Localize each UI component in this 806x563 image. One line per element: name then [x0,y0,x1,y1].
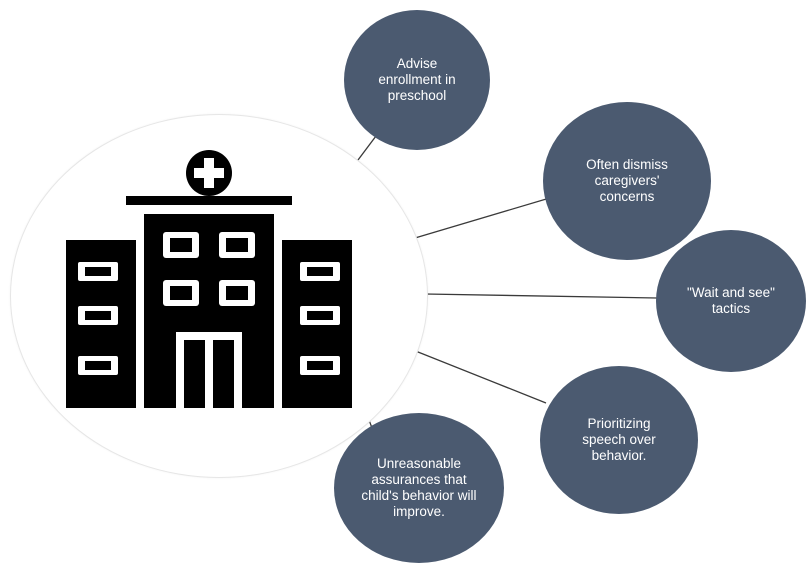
bubble-prioritizing-speech-text: Prioritizing speech over behavior. [582,416,656,463]
connector-line-wait [424,293,658,299]
bubble-unreasonable-assurances: Unreasonable assurances that child's beh… [334,413,504,563]
connector-line-dismiss [414,196,554,239]
hospital-building-icon [66,150,352,408]
bubble-wait-and-see: "Wait and see" tactics [656,230,806,372]
bubble-unreasonable-assurances-text: Unreasonable assurances that child's beh… [361,456,477,519]
connector-line-prioritizing [412,349,547,404]
bubble-prioritizing-speech: Prioritizing speech over behavior. [540,366,698,514]
bubble-advise-enrollment: Advise enrollment in preschool [344,10,490,150]
bubble-dismiss-concerns: Often dismiss caregivers' concerns [543,102,711,260]
bubble-dismiss-concerns-text: Often dismiss caregivers' concerns [586,157,668,204]
bubble-wait-and-see-text: "Wait and see" tactics [687,285,775,316]
bubble-advise-enrollment-text: Advise enrollment in preschool [378,56,456,103]
